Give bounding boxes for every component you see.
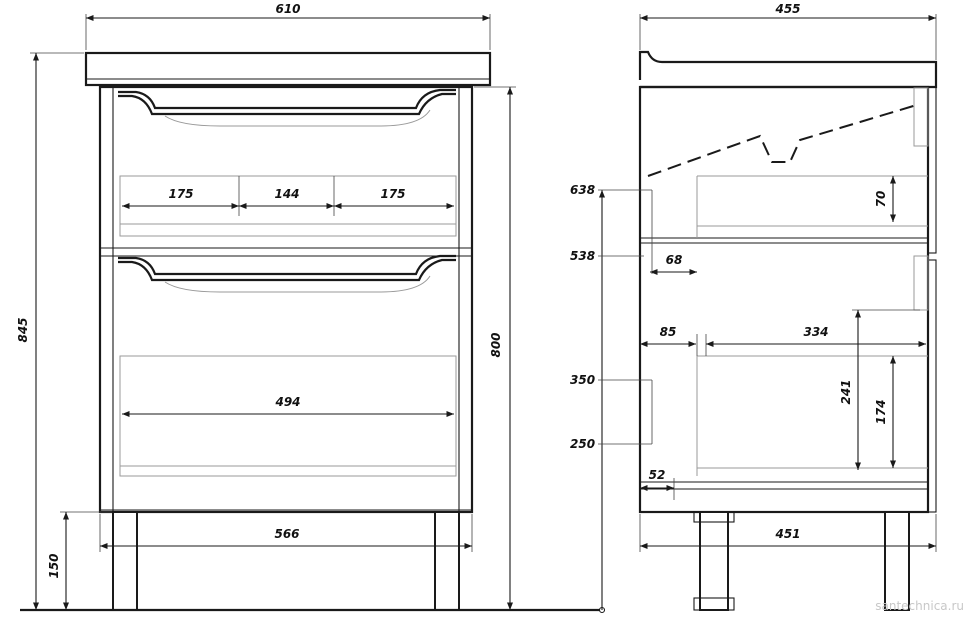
side-view: 455 638 538 350 250 68 70 85 334 241 17	[570, 2, 938, 614]
dim-lower-drawer-offset: 85	[660, 325, 677, 339]
side-basin-outline	[647, 103, 921, 177]
dim-overall-depth: 455	[774, 2, 800, 16]
dim-body-depth: 451	[774, 527, 800, 541]
front-countertop	[84, 51, 492, 87]
dim-drawer-right: 175	[380, 187, 405, 201]
dim-upper-drawer-height: 70	[874, 191, 888, 208]
dim-lower-drawer-height: 174	[874, 399, 888, 424]
dim-lower-drawer-depth: 334	[803, 325, 828, 339]
dim-body-width: 566	[274, 527, 299, 541]
side-cabinet-body	[638, 85, 930, 514]
watermark: santechnica.ru	[875, 599, 964, 613]
front-leg-right	[434, 511, 460, 611]
dim-level-538: 538	[570, 249, 595, 263]
dim-body-height: 800	[489, 332, 503, 357]
lower-drawer-handle	[118, 254, 456, 276]
dim-drawer-left: 175	[168, 187, 193, 201]
dim-level-638: 638	[570, 183, 595, 197]
dim-level-250: 250	[570, 437, 595, 451]
dim-overall-width: 610	[275, 2, 300, 16]
upper-drawer-handle	[118, 88, 456, 110]
side-leg-front	[699, 511, 729, 611]
side-leg-back	[884, 511, 910, 611]
dim-lower-opening-height: 241	[839, 379, 853, 404]
dim-level-350: 350	[570, 373, 595, 387]
dim-upper-drawer-offset: 68	[666, 253, 683, 267]
front-view: 610 845 800 175 144 175 494 566 150	[16, 2, 600, 612]
dim-leg-height: 150	[47, 553, 61, 578]
front-cabinet-body	[98, 85, 474, 514]
dim-lower-drawer-width: 494	[274, 395, 300, 409]
dim-drawer-middle: 144	[274, 187, 299, 201]
front-leg-left	[112, 511, 138, 611]
dim-overall-height: 845	[16, 317, 30, 342]
side-countertop	[638, 50, 938, 89]
dim-bottom-offset: 52	[649, 468, 666, 482]
